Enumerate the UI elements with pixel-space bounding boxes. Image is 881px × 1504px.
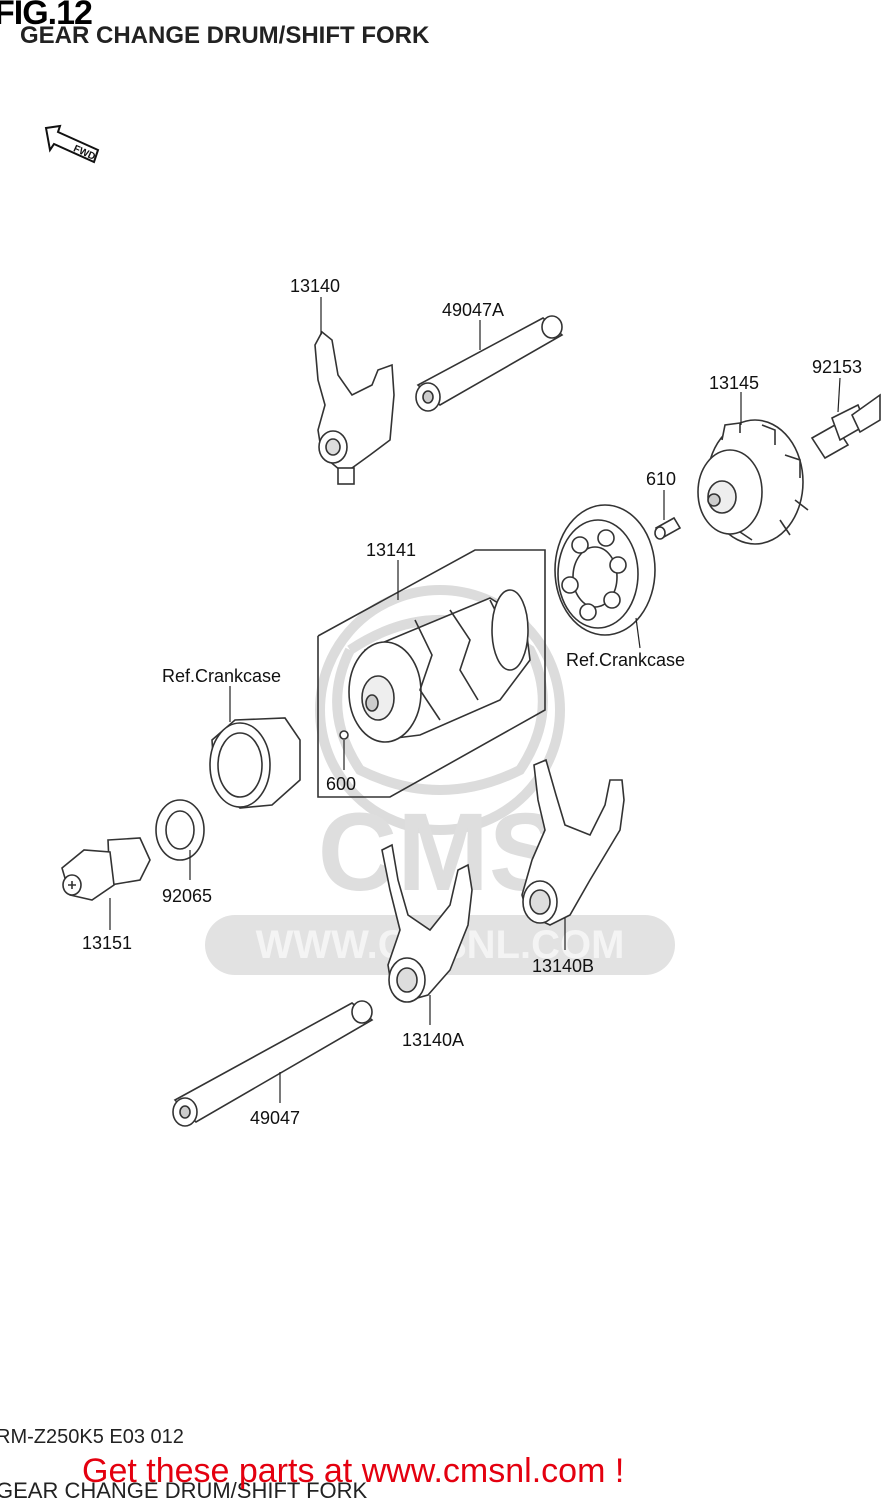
label-ref-crankcase-left: Ref.Crankcase (162, 666, 281, 686)
label-49047A: 49047A (442, 300, 504, 320)
figure-title: FIG.12 (0, 0, 93, 32)
label-92065: 92065 (162, 886, 212, 906)
bolt-92153[interactable] (810, 393, 881, 460)
label-600: 600 (326, 774, 356, 794)
drum-assembly-frame (317, 549, 546, 798)
part-group-name: GEAR CHANGE DRUM/SHIFT FORK (0, 1478, 368, 1503)
label-13140A: 13140A (402, 1030, 464, 1050)
buy-parts-link[interactable]: Get these parts at www.cmsnl.com ! (82, 1452, 625, 1490)
label-13145: 13145 (709, 373, 759, 393)
shift-drum-13141[interactable] (348, 589, 531, 743)
watermark-logo: CMS (318, 791, 562, 914)
shift-fork-13140[interactable] (314, 330, 395, 485)
needle-bearing-left[interactable] (209, 717, 301, 809)
bearing-right[interactable] (554, 504, 656, 636)
washer-92065[interactable] (155, 799, 205, 861)
shift-fork-13140A[interactable] (381, 843, 473, 1003)
label-ref-crankcase-right: Ref.Crankcase (566, 650, 685, 670)
label-13151: 13151 (82, 933, 132, 953)
label-92153: 92153 (812, 357, 862, 377)
shift-cam-13145[interactable] (697, 419, 809, 545)
figure-subtitle: GEAR CHANGE DRUM/SHIFT FORK (20, 22, 430, 49)
label-13141: 13141 (366, 540, 416, 560)
model-code: RM-Z250K5 E03 012 (0, 1426, 184, 1448)
label-49047: 49047 (250, 1108, 300, 1128)
shift-rod-49047A[interactable] (415, 315, 564, 412)
label-13140B: 13140B (532, 956, 594, 976)
shift-fork-13140B[interactable] (521, 758, 625, 926)
ball-600[interactable] (339, 730, 349, 740)
shift-rod-49047[interactable] (172, 1000, 374, 1127)
label-13140: 13140 (290, 276, 340, 296)
pin-610[interactable] (654, 516, 682, 540)
forward-arrow-icon: FWD (44, 124, 100, 164)
neutral-switch-13151[interactable] (61, 837, 151, 901)
label-610: 610 (646, 469, 676, 489)
